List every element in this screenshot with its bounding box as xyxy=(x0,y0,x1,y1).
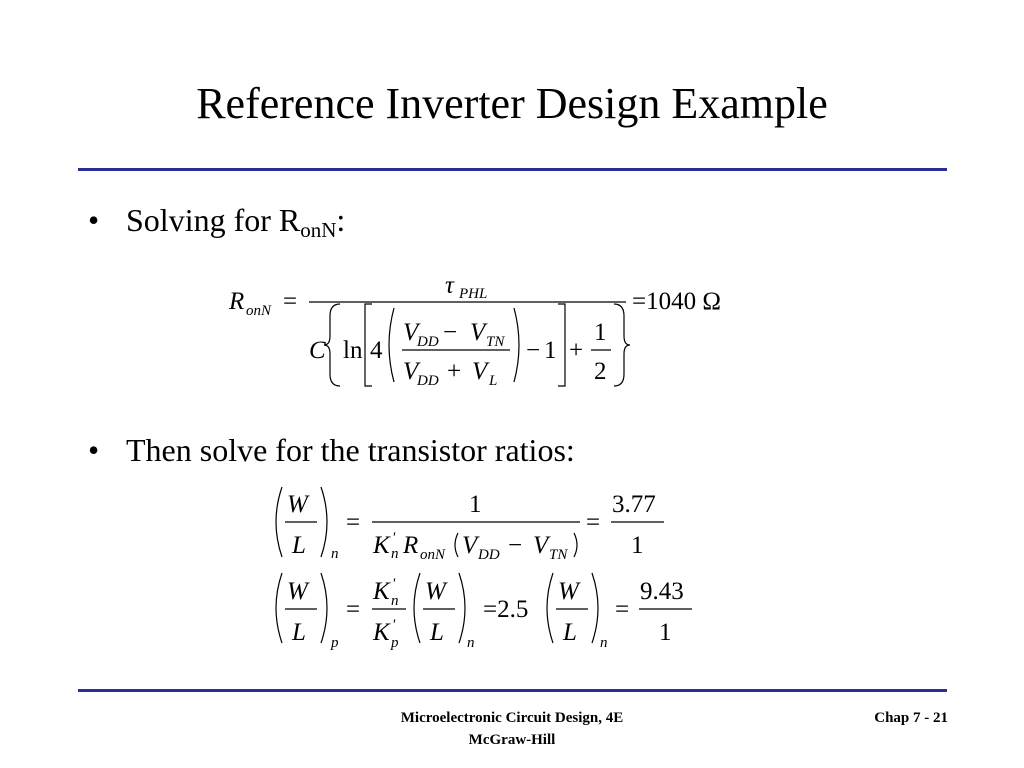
eq3-right-paren xyxy=(320,572,328,644)
eq1-plus: + xyxy=(569,337,583,364)
footer-page-number: Chap 7 - 21 xyxy=(874,710,948,726)
footer-book: Microelectronic Circuit Design, 4E xyxy=(400,710,624,726)
eq1-ln: ln xyxy=(343,337,363,364)
bullet-text: Then solve for the transistor ratios: xyxy=(126,432,575,468)
eq2-sub-n: n xyxy=(331,546,339,562)
eq1-tau-sub: PHL xyxy=(458,286,487,302)
eq2-left-paren xyxy=(275,486,283,558)
eq1-num-dd: DD xyxy=(416,334,439,350)
eq1-den-l: L xyxy=(488,373,497,389)
eq2-equals: = xyxy=(346,509,360,536)
eq3-r-l: L xyxy=(562,619,577,646)
eq2-v-tn: TN xyxy=(549,547,568,563)
eq2-k-prime: ' xyxy=(392,530,396,546)
bullet-suffix: : xyxy=(336,202,346,238)
slide-title: Reference Inverter Design Example xyxy=(196,79,828,128)
eq3-sub-p: p xyxy=(330,635,339,651)
eq1-c: C xyxy=(309,337,326,364)
eq1-den-plus: + xyxy=(447,358,461,385)
eq1-minus: − xyxy=(526,337,540,364)
bullet-text: Solving for R xyxy=(126,202,301,238)
eq1-equals: = xyxy=(283,288,297,315)
eq2-den-right-paren xyxy=(573,532,578,558)
eq3-kp: K xyxy=(372,619,391,646)
eq1-right-bracket xyxy=(558,303,566,387)
eq1-right-paren xyxy=(513,307,520,383)
eq3-kp-prime: ' xyxy=(392,617,396,633)
eq1-den-v: V xyxy=(403,358,421,385)
eq3-ratio-den: 1 xyxy=(659,619,672,646)
eq1-right-brace xyxy=(613,303,631,387)
eq3-mid-l: L xyxy=(429,619,444,646)
eq1-four: 4 xyxy=(370,337,383,364)
bullet-marker: • xyxy=(88,432,100,468)
eq3-r-left-paren xyxy=(546,572,554,644)
eq1-left-brace xyxy=(323,303,341,387)
eq3-factor: =2.5 xyxy=(483,596,528,623)
bullet-transistor-ratios: • Then solve for the transistor ratios: xyxy=(88,430,575,470)
eq1-result: =1040 Ω xyxy=(632,288,721,315)
eq2-right-paren xyxy=(320,486,328,558)
eq1-left-bracket xyxy=(364,303,372,387)
footer-source: Microelectronic Circuit Design, 4E McGra… xyxy=(312,707,712,751)
footer-publisher: McGraw-Hill xyxy=(468,732,556,748)
eq3-w: W xyxy=(287,578,310,605)
eq3-r-right-paren xyxy=(591,572,599,644)
eq1-half-den: 2 xyxy=(594,358,607,385)
eq2-v-dd: DD xyxy=(477,547,500,563)
eq1-tau: τ xyxy=(445,272,455,299)
eq2-den-left-paren xyxy=(454,532,459,558)
eq3-kp-sub: p xyxy=(390,635,399,651)
eq2-equals-2: = xyxy=(586,509,600,536)
eq2-v: V xyxy=(462,532,480,559)
eq1-lhs-sub: onN xyxy=(246,303,272,319)
eq2-v2: V xyxy=(533,532,551,559)
eq3-mid-right-paren xyxy=(458,572,466,644)
bullet-subscript: onN xyxy=(300,218,337,242)
eq3-left-paren xyxy=(275,572,283,644)
eq1-den-v2: V xyxy=(472,358,490,385)
eq3-r-w: W xyxy=(558,578,581,605)
eq3-kn-sub: n xyxy=(391,593,399,609)
bullet-solving: • Solving for RonN: xyxy=(88,200,346,242)
eq1-left-paren xyxy=(388,307,395,383)
eq3-r-sub-n: n xyxy=(600,635,608,651)
eq1-num-tn: TN xyxy=(486,334,505,350)
bullet-marker: • xyxy=(88,202,100,238)
eq2-num-one: 1 xyxy=(469,491,482,518)
eq2-r: R xyxy=(402,532,418,559)
eq1-den-dd: DD xyxy=(416,373,439,389)
top-divider xyxy=(78,168,947,171)
eq3-equals-2: = xyxy=(615,596,629,623)
eq1-num-v: V xyxy=(403,319,421,346)
eq3-ratio-p: 9.43 xyxy=(640,578,684,605)
eq2-ratio-den: 1 xyxy=(631,532,644,559)
eq3-mid-w: W xyxy=(425,578,448,605)
eq3-l: L xyxy=(291,619,306,646)
eq3-mid-left-paren xyxy=(413,572,421,644)
eq2-k: K xyxy=(372,532,391,559)
eq2-k-sub-n: n xyxy=(391,546,399,562)
eq1-one: 1 xyxy=(544,337,557,364)
eq3-mid-sub-n: n xyxy=(467,635,475,651)
eq3-kn: K xyxy=(372,578,391,605)
eq1-lhs: R xyxy=(228,288,244,315)
eq2-ratio-n: 3.77 xyxy=(612,491,656,518)
eq2-w: W xyxy=(287,491,310,518)
eq1-half-num: 1 xyxy=(594,319,607,346)
bottom-divider xyxy=(78,689,947,692)
eq1-num-minus: − xyxy=(443,319,457,346)
eq2-minus: − xyxy=(508,532,522,559)
eq3-kn-prime: ' xyxy=(392,576,396,592)
eq2-l: L xyxy=(291,532,306,559)
eq3-equals: = xyxy=(346,596,360,623)
eq2-r-sub: onN xyxy=(420,547,446,563)
eq1-num-v2: V xyxy=(470,319,488,346)
